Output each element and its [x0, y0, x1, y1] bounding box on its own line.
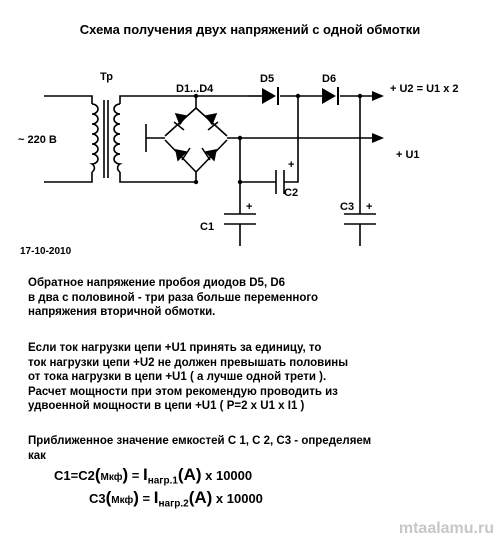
text-line: как: [28, 449, 46, 462]
c2-plus-sign: +: [288, 159, 294, 171]
formula-current-sub: нагр.2: [158, 498, 189, 510]
junction-dot: [295, 93, 301, 99]
bridge-diodes: [173, 112, 219, 162]
bridge-diode-3-icon: [175, 149, 188, 162]
primary-coil: [89, 103, 99, 173]
formula-paren: ): [133, 488, 139, 507]
c3-label: C3: [340, 201, 354, 213]
secondary-lead-bottom: [119, 172, 196, 183]
formula-lhs: C3: [89, 491, 106, 506]
secondary-coil: [113, 103, 123, 173]
formula-c1-c2: C1=C2(Мкф) = Iнагр.1(A) x 10000: [54, 465, 252, 487]
formula-current: I: [153, 488, 159, 507]
u2-output-label: + U2 = U1 x 2: [390, 83, 459, 95]
bridge-diode-2-icon: [204, 112, 218, 126]
u1-arrow-icon: [372, 133, 384, 143]
c1-label: C1: [200, 221, 214, 233]
text-line: Расчет мощности при этом рекомендую пров…: [28, 385, 338, 398]
formula-unit: Мкф: [111, 495, 134, 506]
input-voltage-label: ~ 220 В: [18, 134, 57, 146]
formula-c3: C3(Мкф) = Iнагр.2(A) x 10000: [89, 488, 263, 510]
junction-dot: [193, 179, 199, 185]
formula-current-sub: нагр.1: [147, 475, 178, 487]
primary-lead-top: [44, 95, 93, 104]
formula-unit: Мкф: [100, 472, 123, 483]
formula-eq: =: [138, 491, 154, 506]
d5-label: D5: [260, 73, 274, 85]
c1-plus-sign: +: [246, 201, 252, 213]
formula-mult: x 10000: [212, 491, 263, 506]
c2-label: C2: [284, 187, 298, 199]
text-line: удвоенной мощности в цепи +U1 ( P=2 x U1…: [28, 400, 305, 412]
d6-diode-icon: [322, 88, 336, 104]
formula-amp: (A): [188, 488, 213, 507]
d5-diode-icon: [262, 88, 276, 104]
formula-paren: (: [94, 465, 101, 484]
note-load-current: Если ток нагрузки цепи +U1 принять за ед…: [28, 341, 348, 414]
c3-plus-sign: +: [366, 201, 372, 213]
primary-lead-bottom: [44, 172, 93, 183]
watermark: mtaalamu.ru: [398, 520, 494, 537]
circuit-diagram: Тр ~ 220 В D1...D4 D5 D6 + U2 = U1 x 2 +…: [18, 71, 459, 246]
c2-lead-top: [284, 96, 299, 183]
junction-dot: [357, 93, 363, 99]
junction-dot: [237, 179, 243, 185]
formula-paren: ): [122, 465, 129, 484]
text-line: в два с половиной - три раза больше пере…: [28, 291, 319, 304]
formula-lhs: C1=C2: [54, 468, 95, 483]
u1-output-label: + U1: [396, 149, 420, 161]
formula-paren: (: [105, 488, 112, 507]
text-line: от тока нагрузки в цепи +U1 ( а лучше од…: [28, 371, 327, 383]
page-title: Схема получения двух напряжений с одной …: [79, 22, 421, 37]
formula-mult: x 10000: [201, 468, 253, 483]
text-line: Обратное напряжение пробоя диодов D5, D6: [28, 277, 286, 289]
bridge-diode-4-icon: [204, 149, 217, 162]
bridge-plus-lead: [227, 137, 241, 204]
bridge-diode-1-icon: [174, 112, 188, 126]
secondary-lead-top: [119, 95, 248, 104]
u2-arrow-icon: [372, 91, 384, 101]
text-line: Если ток нагрузки цепи +U1 принять за ед…: [28, 342, 322, 354]
junction-dot: [193, 93, 199, 99]
text-line: напряжения вторичной обмотки.: [28, 306, 216, 318]
note-capacitance: Приближенное значение емкостей С 1, С 2,…: [28, 434, 371, 463]
note-reverse-voltage: Обратное напряжение пробоя диодов D5, D6…: [28, 276, 318, 320]
d6-label: D6: [322, 73, 336, 85]
date-label: 17-10-2010: [20, 246, 72, 257]
formula-amp: (A): [177, 465, 202, 484]
text-line: ток нагрузки цепи +U2 не должен превышат…: [28, 356, 349, 369]
formula-eq: =: [128, 468, 143, 483]
formula-current: I: [142, 465, 148, 484]
junction-dot: [237, 135, 243, 141]
transformer-label: Тр: [100, 71, 113, 83]
bridge-label: D1...D4: [176, 83, 214, 95]
text-line: Приближенное значение емкостей С 1, С 2,…: [28, 435, 372, 447]
